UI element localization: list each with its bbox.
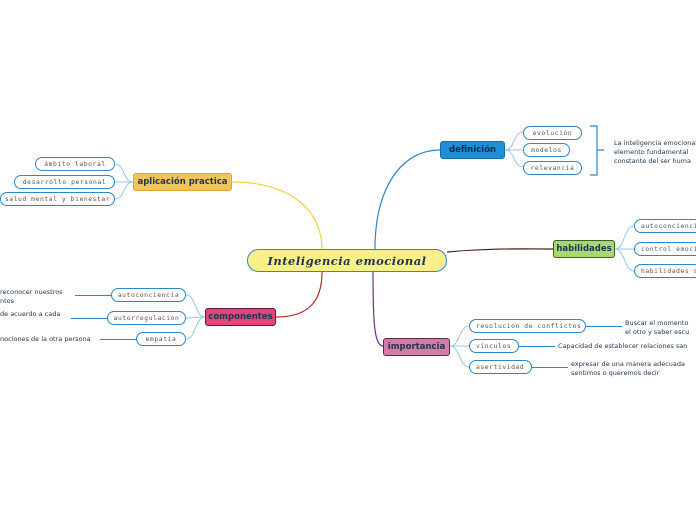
componentes-item-autorregulacion[interactable]: autorregulacion — [107, 311, 186, 325]
componentes-note-empatia: nociones de la otra persona — [0, 335, 91, 343]
sub-connector-autoconciencia-c — [185, 294, 206, 318]
connector-componentes — [275, 271, 323, 318]
branch-aplicacion-practica[interactable]: aplicación practica — [133, 173, 232, 191]
importancia-note-line-1 — [586, 326, 622, 328]
importancia-note-resolucion: Buscar el momento el otro y saber escu — [625, 319, 690, 336]
central-topic[interactable]: Inteligencia emocional — [247, 249, 447, 272]
componentes-note-autoconciencia: reconocer nuestros ntos — [0, 288, 63, 305]
sub-connector-salud — [114, 181, 134, 200]
branch-importancia[interactable]: importancia — [383, 338, 450, 356]
componentes-note-line-3 — [100, 339, 136, 341]
aplicacion-item-desarrollo[interactable]: desarrollo personal — [14, 175, 115, 189]
importancia-item-asertividad[interactable]: asertividad — [469, 360, 532, 374]
sub-connector-relevancia — [504, 149, 524, 168]
definicion-bracket — [590, 125, 604, 176]
sub-connector-empatia — [185, 316, 206, 340]
componentes-item-autoconciencia[interactable]: autoconciencia — [111, 288, 186, 302]
sub-connector-autoconciencia-h — [614, 225, 635, 250]
habilidades-item-control-emocional[interactable]: control emocional — [634, 242, 696, 256]
componentes-note-autorregulacion: de acuerdo a cada — [0, 310, 61, 318]
branch-definicion[interactable]: definición — [440, 141, 505, 159]
sub-connector-autorregulacion — [185, 316, 206, 319]
habilidades-item-autoconciencia[interactable]: autoconciencia — [634, 219, 696, 233]
branch-habilidades[interactable]: habilidades — [553, 240, 615, 258]
componentes-item-empatia[interactable]: empatia — [136, 332, 186, 346]
sub-connector-sociales — [614, 248, 635, 272]
importancia-item-resolucion[interactable]: resolucion de conflictos — [469, 319, 586, 333]
importancia-note-asertividad: expresar de una manera adecuada sentimos… — [571, 360, 686, 377]
importancia-note-line-3 — [532, 367, 568, 369]
importancia-note-vinculos: Capacidad de establecer relaciones san — [558, 342, 688, 350]
definicion-item-relevancia[interactable]: relevancia — [523, 161, 582, 175]
habilidades-item-habilidades-sociales[interactable]: habilidades sociales — [634, 264, 696, 278]
importancia-note-line-2 — [519, 346, 555, 348]
sub-connector-evolucion — [504, 131, 524, 151]
connector-habilidades — [446, 248, 554, 253]
importancia-item-vinculos[interactable]: vinculos — [469, 339, 519, 353]
definicion-item-evolucion[interactable]: evolución — [523, 126, 582, 140]
definicion-note: La inteligencia emocional elemento funda… — [614, 139, 696, 165]
definicion-item-modelos[interactable]: modelos — [523, 143, 570, 157]
sub-connector-asertividad — [449, 345, 470, 368]
aplicacion-item-salud[interactable]: salud mental y bienestar — [0, 192, 115, 206]
componentes-note-line-2 — [71, 318, 107, 320]
componentes-note-line-1 — [75, 295, 111, 297]
connector-importancia — [372, 271, 384, 347]
sub-connector-resolucion — [449, 325, 470, 347]
connector-definicion — [374, 149, 441, 250]
aplicacion-item-laboral[interactable]: ámbito laboral — [35, 157, 115, 171]
sub-connector-laboral — [114, 163, 134, 183]
connector-aplicacion — [231, 181, 323, 250]
branch-componentes[interactable]: componentes — [205, 308, 276, 326]
